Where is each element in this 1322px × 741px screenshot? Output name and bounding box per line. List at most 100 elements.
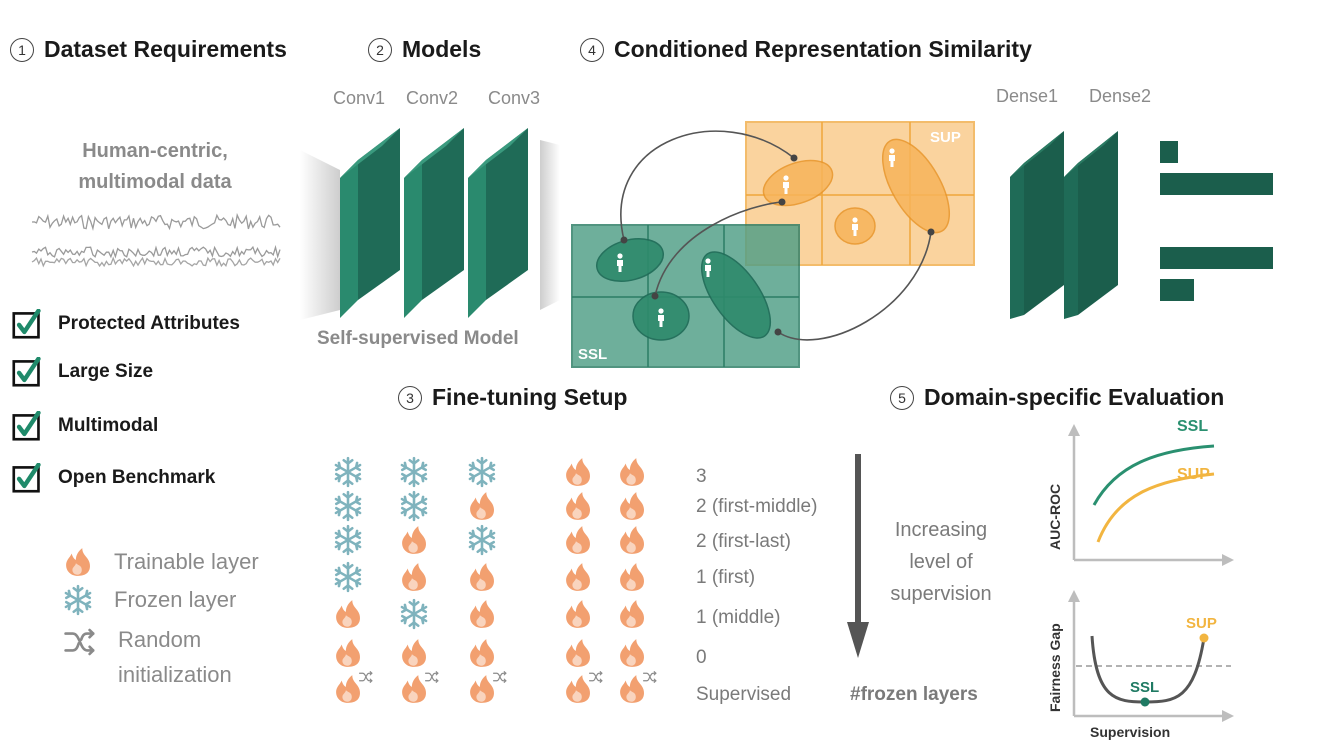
auc-sup-label: SUP <box>1177 466 1210 483</box>
fairness-gap-plot: SSL SUP Fairness Gap Supervision <box>1047 590 1234 740</box>
requirement-item: Multimodal <box>12 411 158 441</box>
fairness-ssl-label: SSL <box>1130 679 1159 696</box>
section-number-badge: 3 <box>398 385 422 410</box>
dataset-heading-line2: multimodal data <box>78 171 232 193</box>
legend-random-line1: Random <box>118 627 202 652</box>
fairness-sup-point <box>1199 633 1209 643</box>
frozen-level-label: 0 <box>696 647 707 668</box>
fairness-ssl-point <box>1140 697 1150 707</box>
flame-icon <box>398 673 430 710</box>
shuffle-icon <box>358 669 374 685</box>
supervision-arrow <box>847 454 869 658</box>
output-bar <box>1160 247 1273 269</box>
section-1-title: 1 Dataset Requirements <box>10 36 287 63</box>
section-title-text: Fine-tuning Setup <box>432 384 628 410</box>
output-bar <box>1160 279 1194 301</box>
flame-icon <box>466 673 498 710</box>
frozen-level-label: 1 (first) <box>696 567 756 588</box>
snowflake-icon <box>398 598 430 635</box>
frozen-level-label: 1 (middle) <box>696 607 781 628</box>
section-number-badge: 2 <box>368 37 392 62</box>
sup-clusters <box>762 138 951 245</box>
dense-layers-diagram <box>1010 131 1273 319</box>
frozen-level-label: Supervised <box>696 684 792 705</box>
fairness-sup-label: SUP <box>1186 615 1217 632</box>
auc-roc-ylabel: AUC-ROC <box>1047 484 1063 550</box>
supervision-caption-line1: Increasing <box>894 519 988 541</box>
snowflake-icon <box>398 490 430 527</box>
section-number-badge: 5 <box>890 385 914 410</box>
snowflake-icon <box>332 561 364 598</box>
output-bar <box>1160 173 1273 195</box>
requirement-label: Open Benchmark <box>58 467 216 488</box>
section-4-title: 4 Conditioned Representation Similarity <box>580 36 1032 63</box>
requirement-item: Protected Attributes <box>12 309 240 339</box>
conv1-block <box>340 128 400 318</box>
section-3-title: 3 Fine-tuning Setup <box>398 384 627 411</box>
flame-icon <box>562 490 594 527</box>
legend-trainable: Trainable layer <box>62 546 259 578</box>
supervision-caption-line2: level of <box>909 551 973 573</box>
ssl-grid-label: SSL <box>578 346 607 363</box>
conv3-label: Conv3 <box>488 88 541 108</box>
flame-icon <box>562 456 594 493</box>
supervision-xlabel: Supervision <box>1090 724 1170 740</box>
snowflake-icon <box>332 524 364 561</box>
supervision-caption-line3: supervision <box>890 583 992 605</box>
flame-icon <box>332 673 364 710</box>
auc-ssl-label: SSL <box>1177 418 1208 435</box>
flame-icon <box>466 561 498 598</box>
section-5-title: 5 Domain-specific Evaluation <box>890 384 1224 411</box>
snowflake-icon <box>466 524 498 561</box>
dense1-block <box>1010 131 1064 319</box>
snowflake-icon <box>398 456 430 493</box>
frozen-level-label: 3 <box>696 466 707 487</box>
connector-dots <box>620 154 935 336</box>
checkbox-checked-icon <box>12 411 41 441</box>
shuffle-icon <box>588 669 604 685</box>
shuffle-icon <box>492 669 508 685</box>
requirement-item: Open Benchmark <box>12 463 215 493</box>
checkbox-checked-icon <box>12 463 41 493</box>
flame-icon <box>616 524 648 561</box>
representation-similarity-diagram: SUP SSL <box>571 121 975 368</box>
output-bar <box>1160 141 1178 163</box>
legend-random: Random initialization <box>62 624 232 692</box>
shuffle-icon <box>642 669 658 685</box>
flame-icon <box>616 598 648 635</box>
ssl-model-label: Self-supervised Model <box>317 328 519 349</box>
flame-icon <box>562 524 594 561</box>
ssl-auc-curve <box>1092 444 1215 506</box>
requirement-label: Multimodal <box>58 415 159 436</box>
snowflake-icon <box>332 456 364 493</box>
dense2-label: Dense2 <box>1089 86 1152 106</box>
flame-icon <box>562 673 594 710</box>
checkbox-checked-icon <box>12 309 41 339</box>
signal-waveform-icon <box>31 212 281 268</box>
similarity-connectors <box>620 130 932 341</box>
flame-icon <box>466 598 498 635</box>
frozen-layers-label: #frozen layers <box>850 684 978 705</box>
section-2-title: 2 Models <box>368 36 481 63</box>
dataset-heading: Human-centric, multimodal data <box>40 136 270 198</box>
requirement-label: Large Size <box>58 361 154 382</box>
legend-frozen-label: Frozen layer <box>114 587 237 612</box>
frozen-level-label: 2 (first-middle) <box>696 496 818 517</box>
conv1-label: Conv1 <box>333 88 386 108</box>
flame-icon <box>62 546 94 578</box>
conv2-label: Conv2 <box>406 88 459 108</box>
section-number-badge: 4 <box>580 37 604 62</box>
snowflake-icon <box>466 456 498 493</box>
flame-icon <box>398 524 430 561</box>
section-title-text: Conditioned Representation Similarity <box>614 36 1032 62</box>
section-title-text: Models <box>402 36 482 62</box>
checkbox-checked-icon <box>12 357 41 387</box>
flame-icon <box>398 561 430 598</box>
flame-icon <box>466 490 498 527</box>
shuffle-icon <box>62 624 98 660</box>
flame-icon <box>562 598 594 635</box>
fairness-gap-ylabel: Fairness Gap <box>1047 623 1063 712</box>
conv2-block <box>404 128 464 318</box>
flame-icon <box>616 561 648 598</box>
conv-layers-diagram <box>300 128 560 320</box>
